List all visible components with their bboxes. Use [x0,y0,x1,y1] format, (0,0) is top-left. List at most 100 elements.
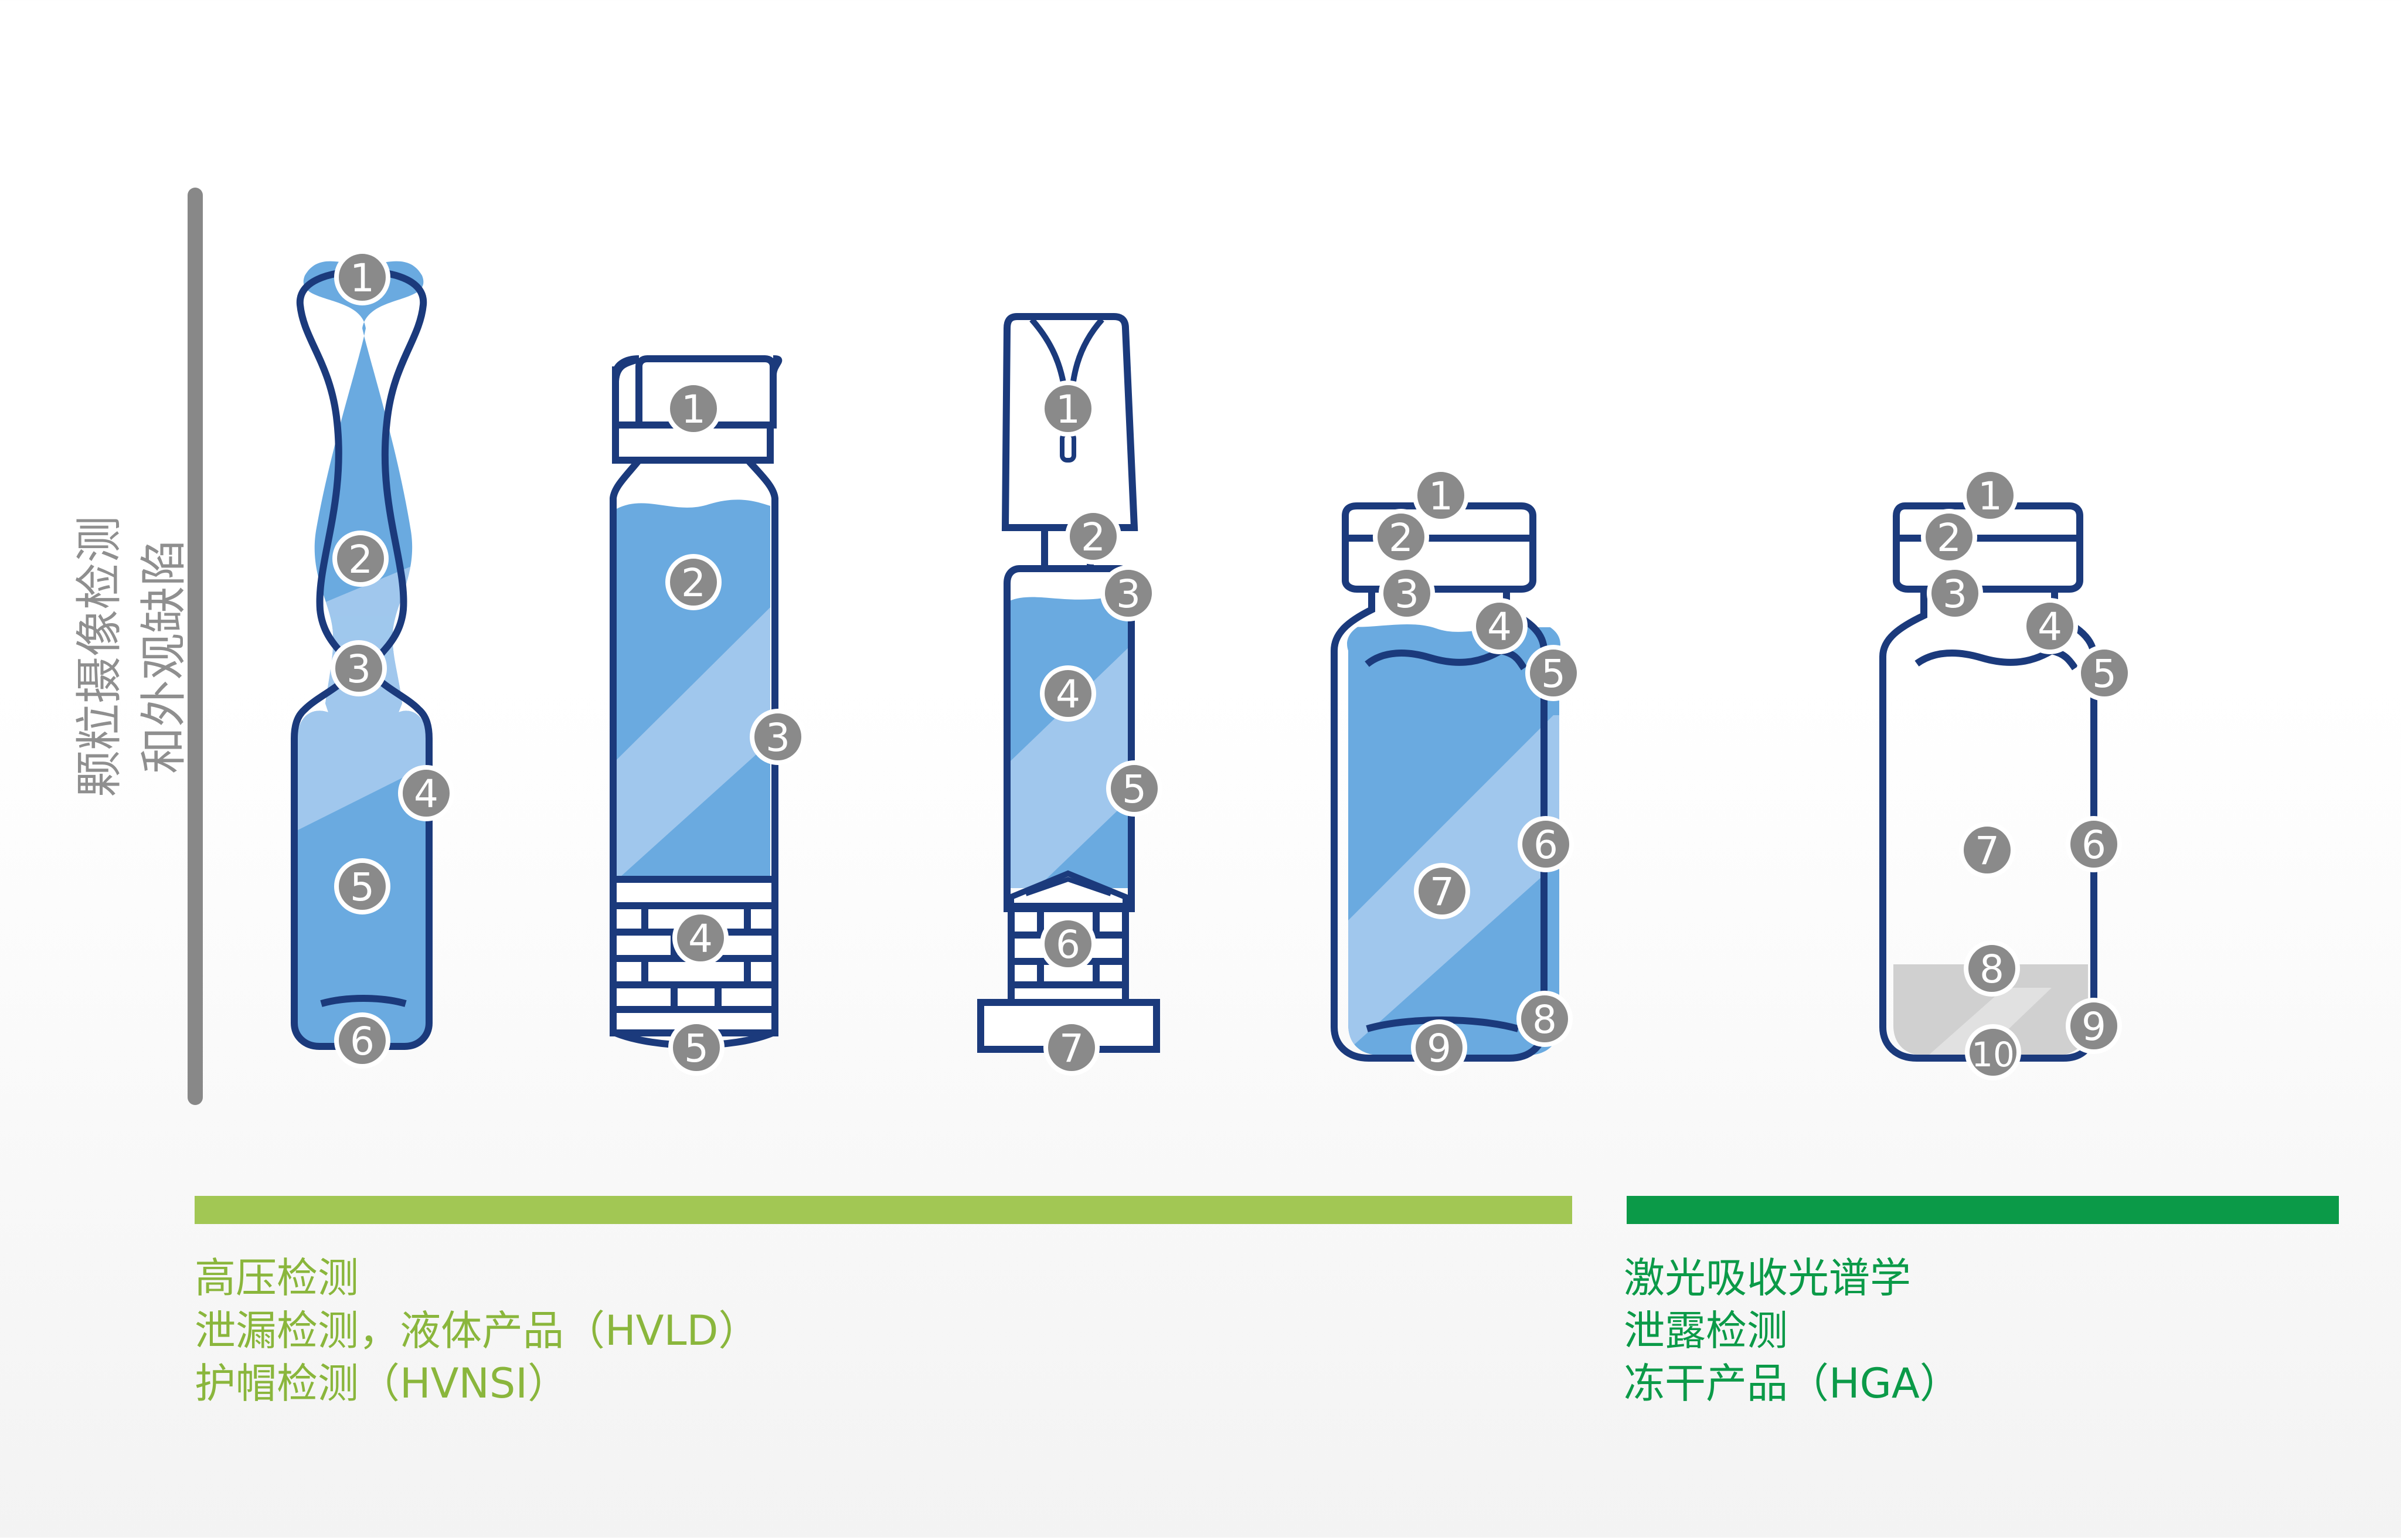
marker-ampoule-6: 6 [334,1012,390,1069]
marker-number: 7 [1430,869,1454,915]
marker-spray-syringe-6: 6 [1040,916,1096,972]
marker-badge [1065,508,1121,565]
marker-badge [2076,645,2133,701]
marker-number: 7 [1975,828,1999,873]
marker-number: 8 [1980,947,2004,992]
marker-vial-liquid-6: 6 [1518,816,1574,872]
marker-spray-syringe-5: 5 [1106,760,1162,817]
marker-badge [668,1019,725,1076]
marker-spray-syringe-1: 1 [1040,380,1096,437]
marker-number: 5 [1122,767,1147,812]
legend-hga-line: 泄露检测 [1624,1307,1788,1355]
marker-vial-liquid-7: 7 [1414,863,1470,919]
marker-number: 9 [1427,1026,1451,1071]
marker-number: 1 [681,387,706,432]
marker-number: 4 [1056,672,1080,717]
marker-number: 3 [766,715,790,760]
marker-badge [1373,509,1429,565]
marker-number: 1 [1978,474,2002,519]
marker-bottle-2: 2 [665,554,722,610]
marker-badge [1516,991,1573,1047]
marker-number: 3 [346,647,371,692]
marker-vial-liquid-2: 2 [1373,509,1429,565]
marker-ampoule-3: 3 [331,640,387,696]
marker-vial-lyophilized-7: 7 [1959,822,2015,878]
marker-number: 5 [1541,651,1566,696]
marker-badge [1040,916,1096,972]
marker-number: 2 [1081,515,1106,560]
marker-number: 2 [1937,515,1961,560]
marker-number: 3 [1116,572,1141,617]
marker-number: 2 [681,560,706,606]
legend-hga: 激光吸收光谱学 泄露检测 冻干产品（HGA） [1624,1252,1961,1410]
marker-vial-lyophilized-10: 10 [1965,1024,2021,1080]
marker-badge [2022,598,2078,654]
marker-number: 9 [2082,1004,2106,1049]
marker-bottle-3: 3 [750,709,806,765]
axis-bar [188,188,203,1105]
marker-number: 3 [1395,572,1419,617]
marker-badge [665,380,722,437]
marker-ampoule-2: 2 [332,531,389,587]
marker-number: 5 [2092,651,2117,696]
side-label-line1: 颗粒摄像检测 [72,516,127,797]
marker-vial-liquid-3: 3 [1379,565,1435,621]
marker-badge [1411,1019,1467,1076]
marker-badge [1043,1019,1100,1076]
marker-vial-liquid-8: 8 [1516,991,1573,1047]
marker-spray-syringe-7: 7 [1043,1019,1100,1076]
marker-number: 6 [1533,822,1558,868]
marker-badge [1518,816,1574,872]
marker-number: 6 [1056,922,1080,967]
marker-ampoule-5: 5 [334,858,390,915]
marker-number: 3 [1943,572,1967,617]
legend-hvld: 高压检测 泄漏检测，液体产品（HVLD） 护帽检测（HVNSI） [195,1252,759,1410]
marker-number: 2 [348,537,373,582]
legend-hga-line: 激光吸收光谱学 [1624,1254,1911,1302]
marker-badge [334,858,390,915]
legend-hvld-line: 泄漏检测，液体产品（HVLD） [195,1307,760,1355]
marker-number: 1 [1056,387,1080,432]
marker-badge [1040,380,1096,437]
marker-badge [1965,1024,2021,1080]
marker-spray-syringe-3: 3 [1100,565,1157,621]
marker-badge [1964,940,2020,997]
marker-badge [1379,565,1435,621]
marker-badge [1959,822,2015,878]
marker-vial-lyophilized-1: 1 [1962,467,2018,523]
marker-bottle-5: 5 [668,1019,725,1076]
marker-badge [1413,467,1469,523]
legend-bar-hga [1627,1196,2339,1224]
marker-number: 4 [1487,604,1512,650]
marker-vial-lyophilized-9: 9 [2066,998,2122,1054]
marker-spray-syringe-4: 4 [1040,665,1096,722]
marker-bottle-4: 4 [672,910,729,966]
marker-number: 7 [1059,1026,1084,1071]
marker-badge [331,640,387,696]
marker-badge [1040,665,1096,722]
marker-vial-liquid-4: 4 [1471,598,1528,654]
marker-vial-lyophilized-3: 3 [1927,565,1983,621]
marker-number: 2 [1389,515,1413,560]
side-label: 颗粒摄像检测 和外观缺陷 [35,469,191,809]
legend-bar-hvld [195,1196,1572,1224]
legend-hvld-line: 护帽检测（HVNSI） [195,1359,569,1408]
marker-vial-lyophilized-8: 8 [1964,940,2020,997]
marker-number: 1 [350,256,375,301]
marker-badge [1414,863,1470,919]
marker-number: 4 [414,771,438,817]
marker-badge [665,554,722,610]
marker-badge [750,709,806,765]
marker-number: 6 [2082,822,2106,868]
marker-number: 5 [684,1026,709,1071]
marker-vial-lyophilized-4: 4 [2022,598,2078,654]
marker-spray-syringe-2: 2 [1065,508,1121,565]
marker-vial-liquid-1: 1 [1413,467,1469,523]
marker-vial-lyophilized-5: 5 [2076,645,2133,701]
marker-vial-lyophilized-2: 2 [1921,509,1977,565]
marker-number: 4 [688,916,713,961]
marker-badge [1106,760,1162,817]
marker-badge [334,1012,390,1069]
marker-badge [1100,565,1157,621]
